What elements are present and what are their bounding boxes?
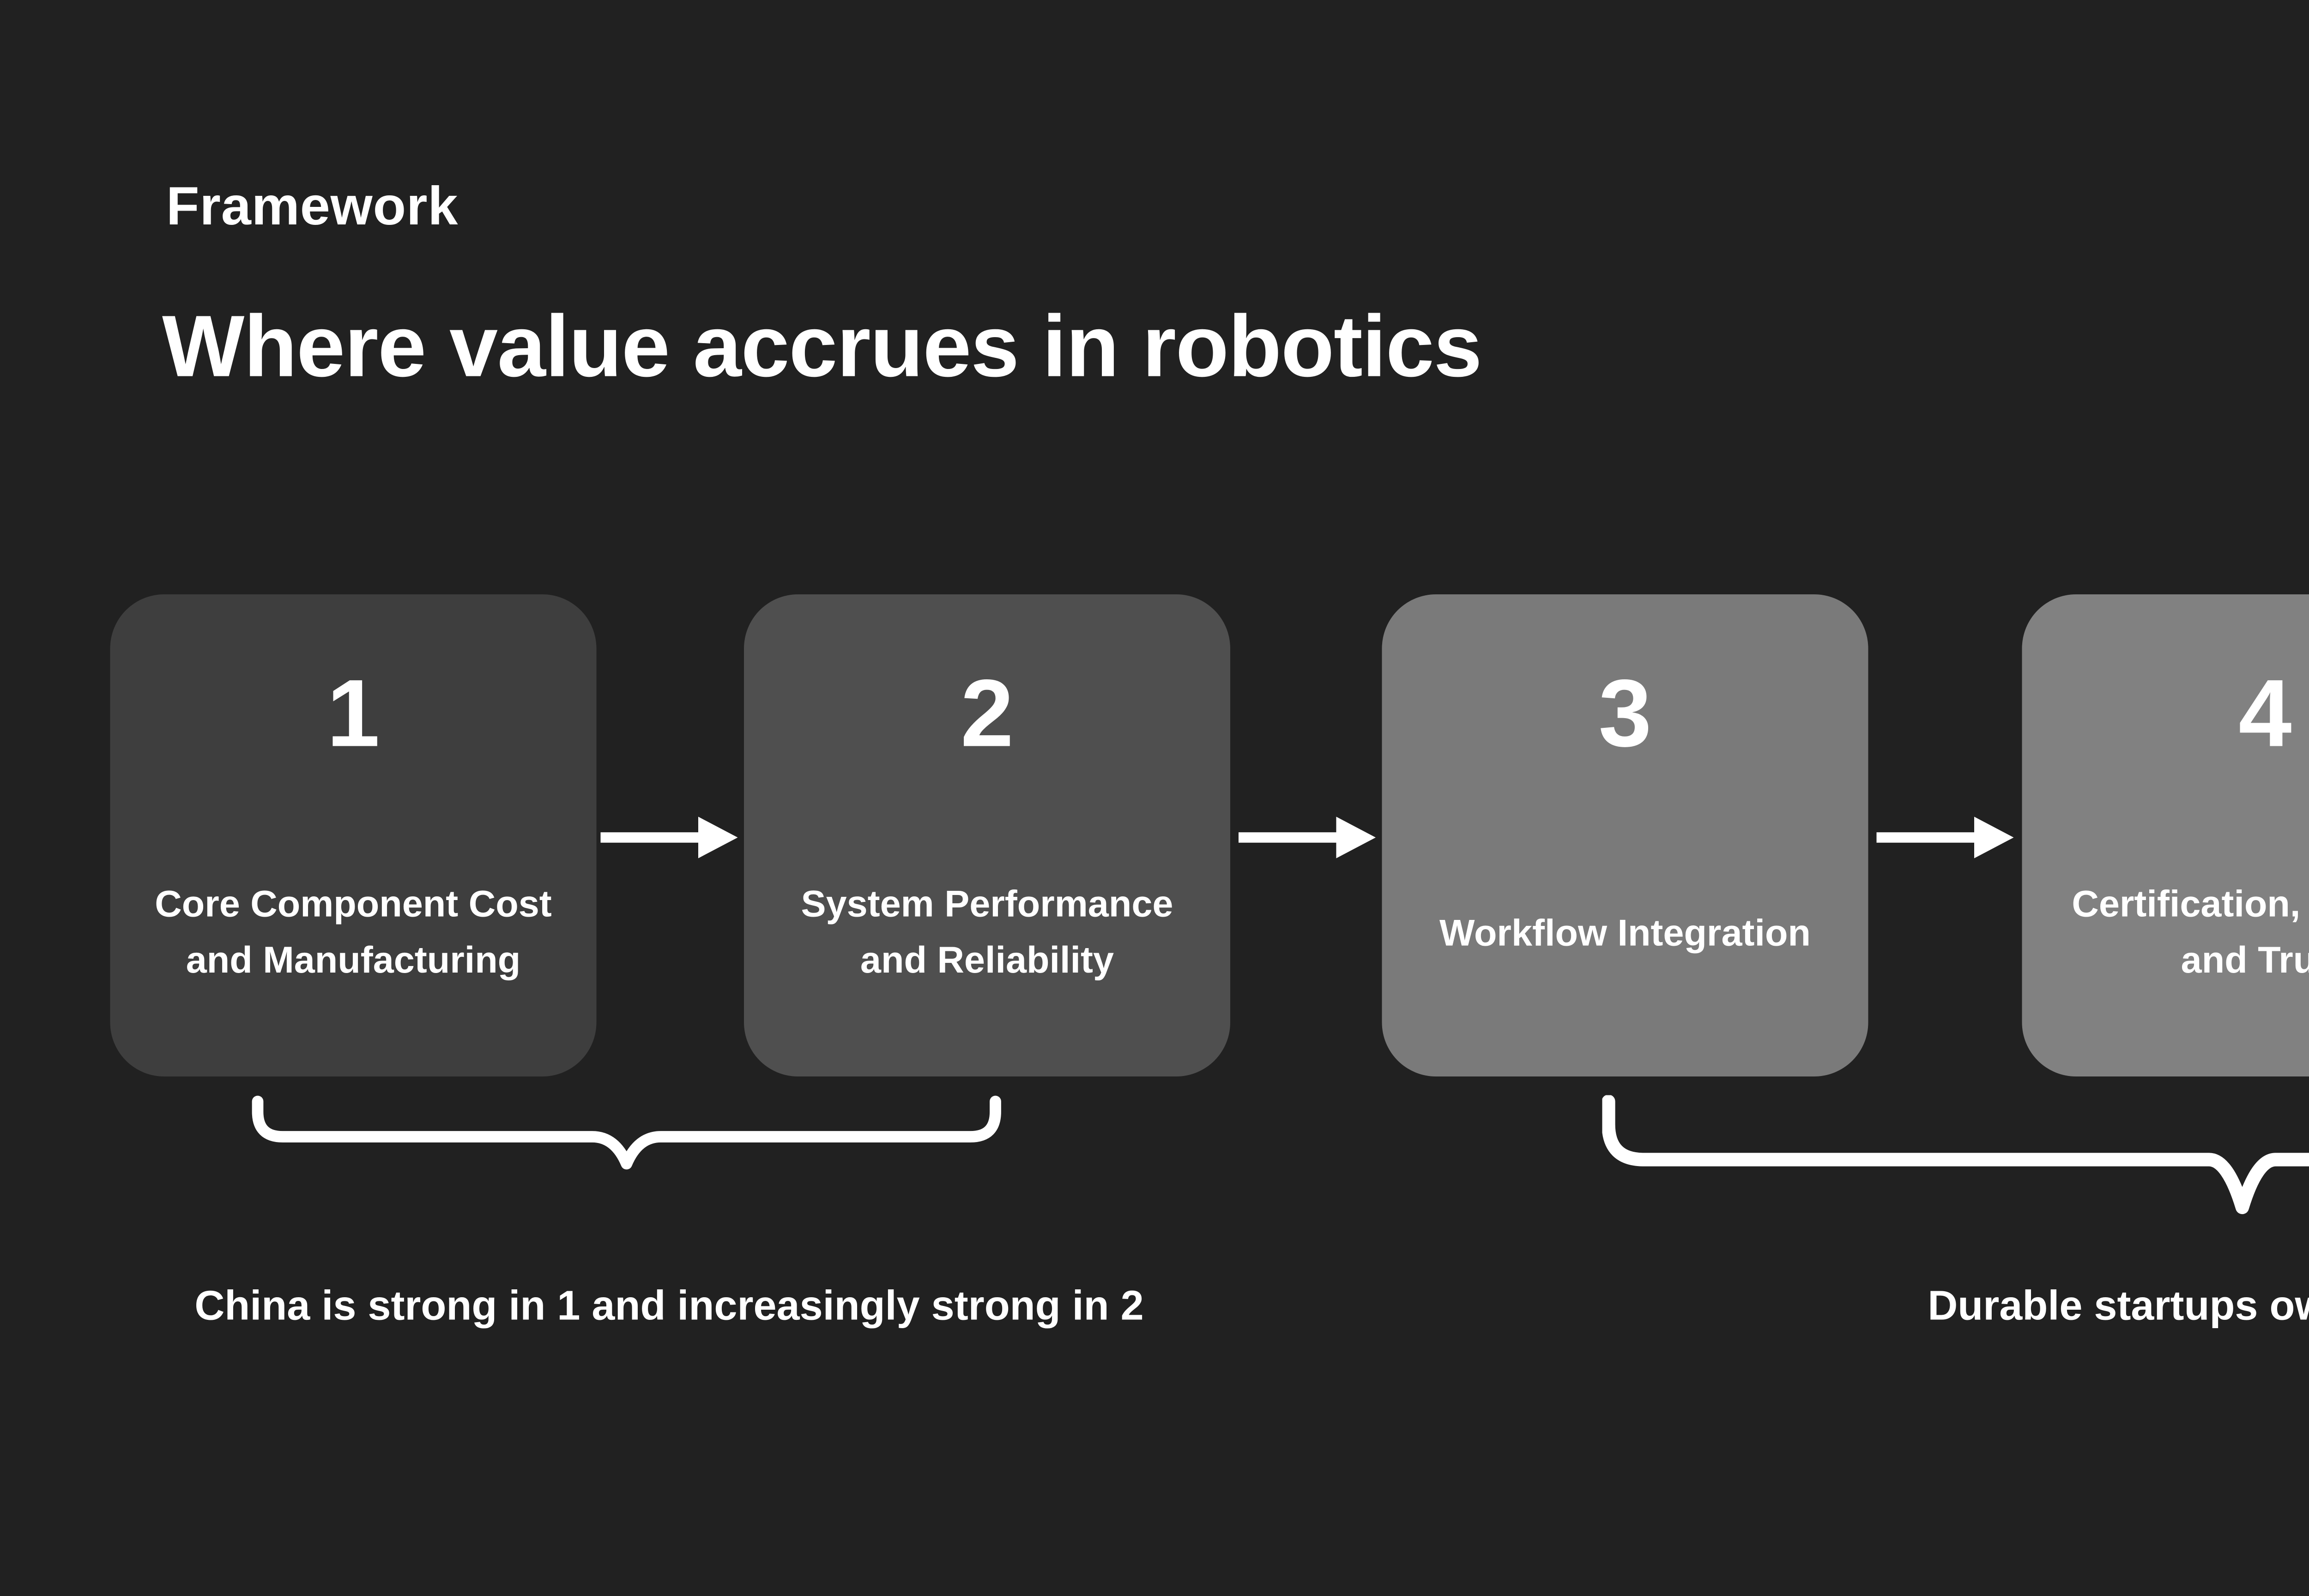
step-label-1: Core Component Cost and Manufacturing — [155, 883, 552, 981]
step-box-3: 3 Workflow Integration — [1382, 594, 1868, 1076]
step-number-1: 1 — [326, 659, 380, 767]
brace-steps-3-5 — [1602, 1095, 2309, 1215]
slide-kicker: Framework — [166, 175, 459, 237]
annotation-china: China is strong in 1 and increasingly st… — [194, 1284, 1144, 1330]
step-number-4: 4 — [2238, 659, 2292, 767]
step-box-2: 2 System Performance and Reliability — [744, 594, 1230, 1076]
step-box-4: 4 Certification, Security and Trust — [2022, 594, 2309, 1076]
step-number-2: 2 — [960, 659, 1014, 767]
annotation-startups: Durable startups own 3, 4, and 5 — [1928, 1284, 2309, 1330]
arrow-right-icon — [600, 816, 738, 858]
step-number-3: 3 — [1598, 659, 1652, 767]
arrow-right-icon — [1239, 816, 1376, 858]
arrow-right-icon — [1876, 816, 2014, 858]
brace-steps-1-2 — [252, 1095, 1001, 1170]
step-label-3: Workflow Integration — [1439, 911, 1811, 953]
step-label-2: System Performance and Reliability — [801, 883, 1173, 981]
step-box-1: 1 Core Component Cost and Manufacturing — [110, 594, 597, 1076]
step-label-4: Certification, Security and Trust — [2072, 883, 2309, 981]
slide-title: Where value accrues in robotics — [162, 297, 1482, 395]
